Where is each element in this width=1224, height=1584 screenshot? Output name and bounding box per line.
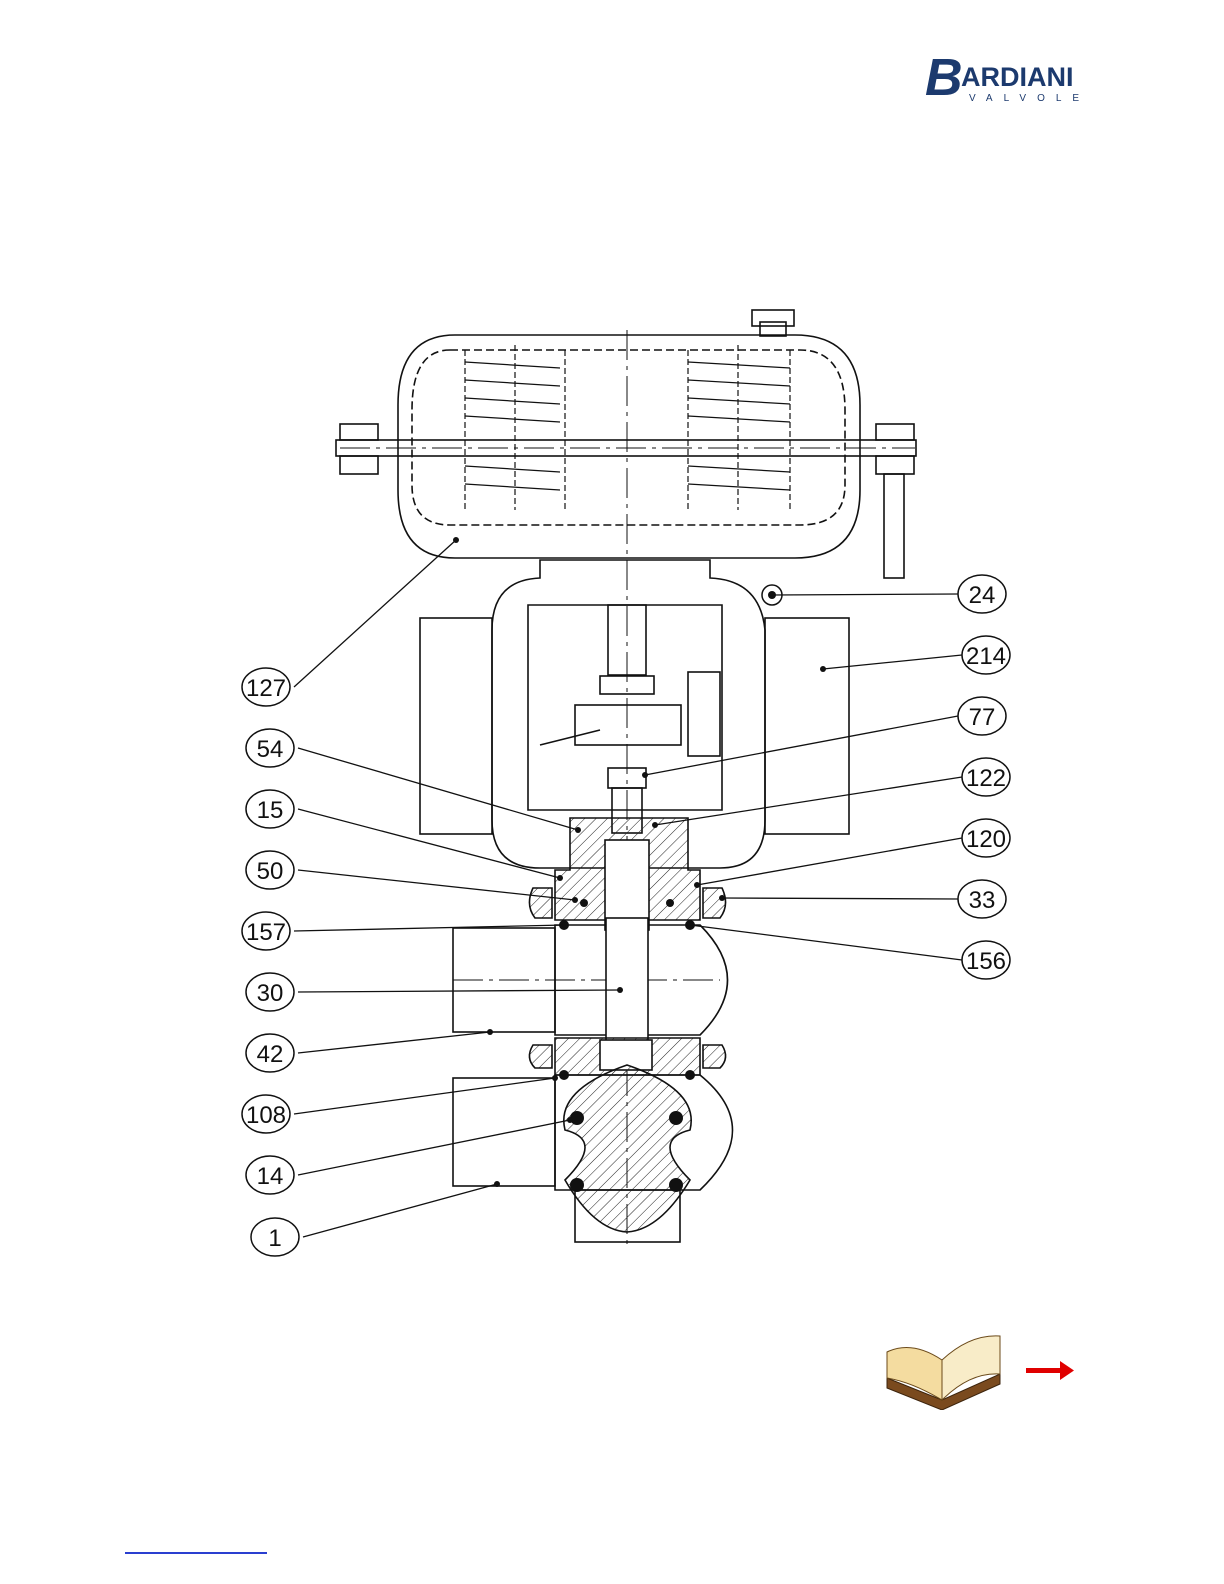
callout-label-54: 54 (257, 736, 284, 763)
callout-label-108: 108 (246, 1102, 286, 1129)
callout-dot-14 (567, 1117, 573, 1123)
callout-label-1: 1 (268, 1225, 281, 1252)
callout-dot-156 (687, 922, 693, 928)
callout-dot-108 (552, 1075, 558, 1081)
open-book-icon[interactable] (882, 1330, 1022, 1410)
callout-dot-127 (453, 537, 459, 543)
callout-dot-1 (494, 1181, 500, 1187)
callout-label-156: 156 (966, 948, 1006, 975)
callout-leader-30 (298, 990, 620, 992)
callout-leader-120 (697, 838, 962, 885)
callout-label-122: 122 (966, 765, 1006, 792)
callout-dot-157 (562, 922, 568, 928)
callout-dot-54 (575, 827, 581, 833)
callout-label-33: 33 (969, 887, 996, 914)
callout-leader-50 (298, 870, 575, 900)
arrow-right-icon[interactable] (1026, 1360, 1078, 1382)
callout-label-50: 50 (257, 858, 284, 885)
callout-leader-122 (655, 777, 962, 825)
callout-leader-77 (645, 716, 958, 775)
callout-leader-24 (772, 594, 958, 595)
callout-label-157: 157 (246, 919, 286, 946)
callout-leader-127 (294, 540, 456, 687)
callout-leader-156 (690, 925, 962, 960)
callout-leader-108 (294, 1078, 555, 1114)
callout-leader-214 (823, 655, 962, 669)
callout-dot-50 (572, 897, 578, 903)
callout-label-24: 24 (969, 582, 996, 609)
callout-leader-33 (722, 898, 958, 899)
callout-dot-24 (769, 592, 775, 598)
callout-dot-33 (719, 895, 725, 901)
callout-dot-120 (694, 882, 700, 888)
callout-dot-30 (617, 987, 623, 993)
callout-dot-77 (642, 772, 648, 778)
callout-leader-42 (298, 1032, 490, 1053)
callout-label-42: 42 (257, 1041, 284, 1068)
callout-leader-1 (303, 1184, 497, 1237)
callout-leader-14 (298, 1120, 570, 1175)
callout-label-214: 214 (966, 643, 1006, 670)
callout-leader-54 (298, 748, 578, 830)
callout-leader-15 (298, 809, 560, 878)
footer-link[interactable] (125, 1552, 267, 1554)
callout-dot-42 (487, 1029, 493, 1035)
callout-label-30: 30 (257, 980, 284, 1007)
callout-dot-214 (820, 666, 826, 672)
callout-label-15: 15 (257, 797, 284, 824)
callout-label-127: 127 (246, 675, 286, 702)
callout-dot-15 (557, 875, 563, 881)
callout-label-120: 120 (966, 826, 1006, 853)
callout-label-77: 77 (969, 704, 996, 731)
valve-body-drawing (336, 310, 916, 1250)
callout-dot-122 (652, 822, 658, 828)
callout-label-14: 14 (257, 1163, 284, 1190)
